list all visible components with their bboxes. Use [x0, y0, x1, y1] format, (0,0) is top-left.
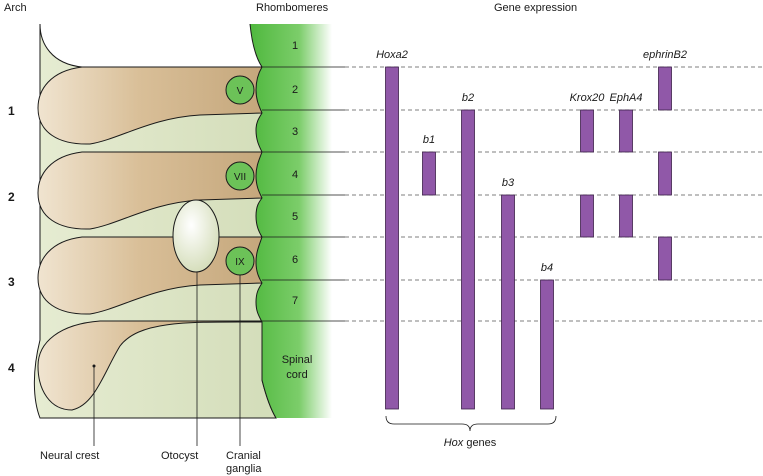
gene-bar-b1-1 — [422, 151, 436, 196]
cranial-ganglion-vii-label: VII — [234, 172, 246, 183]
spinal-cord-label-line-1: Spinal — [282, 354, 313, 366]
arch-label-4: 4 — [8, 361, 15, 375]
gene-bar-epha4-2 — [619, 194, 633, 238]
cranial-ganglia-label-line-2: ganglia — [226, 463, 262, 475]
gene-label-krox20: Krox20 — [570, 92, 606, 104]
rhombomere-label-2: 2 — [292, 84, 298, 96]
rhombomere-label-5: 5 — [292, 211, 298, 223]
rhombomere-label-4: 4 — [292, 169, 298, 181]
hox-genes-label: Hox genes — [444, 437, 497, 449]
arch-label-3: 3 — [8, 275, 15, 289]
rhombomere-label-3: 3 — [292, 126, 298, 138]
otocyst-label: Otocyst — [161, 450, 198, 462]
hindbrain-spinal-cord — [250, 24, 332, 418]
gene-bar-krox20-1 — [580, 109, 594, 153]
gene-expression-header: Gene expression — [494, 2, 577, 14]
cranial-ganglia-label-line-1: Cranial — [226, 450, 261, 462]
gene-label-ephrinb2: ephrinB2 — [643, 49, 687, 61]
rhombomeres-header: Rhombomeres — [256, 2, 329, 14]
gene-label-b4: b4 — [541, 262, 553, 274]
gene-label-epha4: EphA4 — [609, 92, 642, 104]
rhombomere-boundaries — [262, 66, 345, 322]
neural-crest-arch-1 — [37, 66, 263, 145]
gene-label-hoxa2: Hoxa2 — [376, 49, 408, 61]
spinal-cord-label-line-2: cord — [286, 369, 307, 381]
gene-bar-krox20-2 — [580, 194, 594, 238]
gene-bar-ephrinb2-3 — [658, 236, 672, 281]
arch-header: Arch — [4, 2, 27, 14]
cranial-ganglion-v-label: V — [237, 86, 244, 97]
gene-label-b3: b3 — [502, 177, 515, 189]
gene-bar-epha4-1 — [619, 109, 633, 153]
neural-crest-pointer — [92, 364, 96, 368]
arch-label-2: 2 — [8, 190, 15, 204]
rhombomere-label-6: 6 — [292, 254, 298, 266]
cranial-ganglion-v — [225, 75, 255, 105]
arch-label-1: 1 — [8, 104, 15, 118]
gene-bar-hoxa2-1 — [385, 66, 399, 410]
gene-bar-ephrinb2-2 — [658, 151, 672, 196]
gene-bar-b4-1 — [540, 279, 554, 410]
gene-bar-b2-1 — [461, 109, 475, 410]
rhombomere-label-7: 7 — [292, 295, 298, 307]
hox-genes-bracket — [385, 415, 557, 432]
otocyst — [172, 199, 220, 273]
label-leader-lines — [93, 272, 241, 446]
gene-label-b2: b2 — [462, 92, 474, 104]
hindbrain-edge — [249, 23, 277, 419]
hox-genes-label-rest: genes — [463, 437, 497, 449]
gene-bar-ephrinb2-1 — [658, 66, 672, 111]
gene-label-b1: b1 — [423, 134, 435, 146]
gene-expression-bars — [385, 66, 672, 410]
rhombomere-label-1: 1 — [292, 40, 298, 52]
cranial-ganglion-ix-label: IX — [235, 257, 245, 268]
neural-crest-arch-2 — [37, 151, 263, 230]
cranial-ganglion-vii — [225, 161, 255, 191]
neural-crest-label: Neural crest — [40, 450, 99, 462]
hox-genes-label-italic: Hox — [444, 437, 464, 449]
gene-bar-b3-1 — [501, 194, 515, 410]
